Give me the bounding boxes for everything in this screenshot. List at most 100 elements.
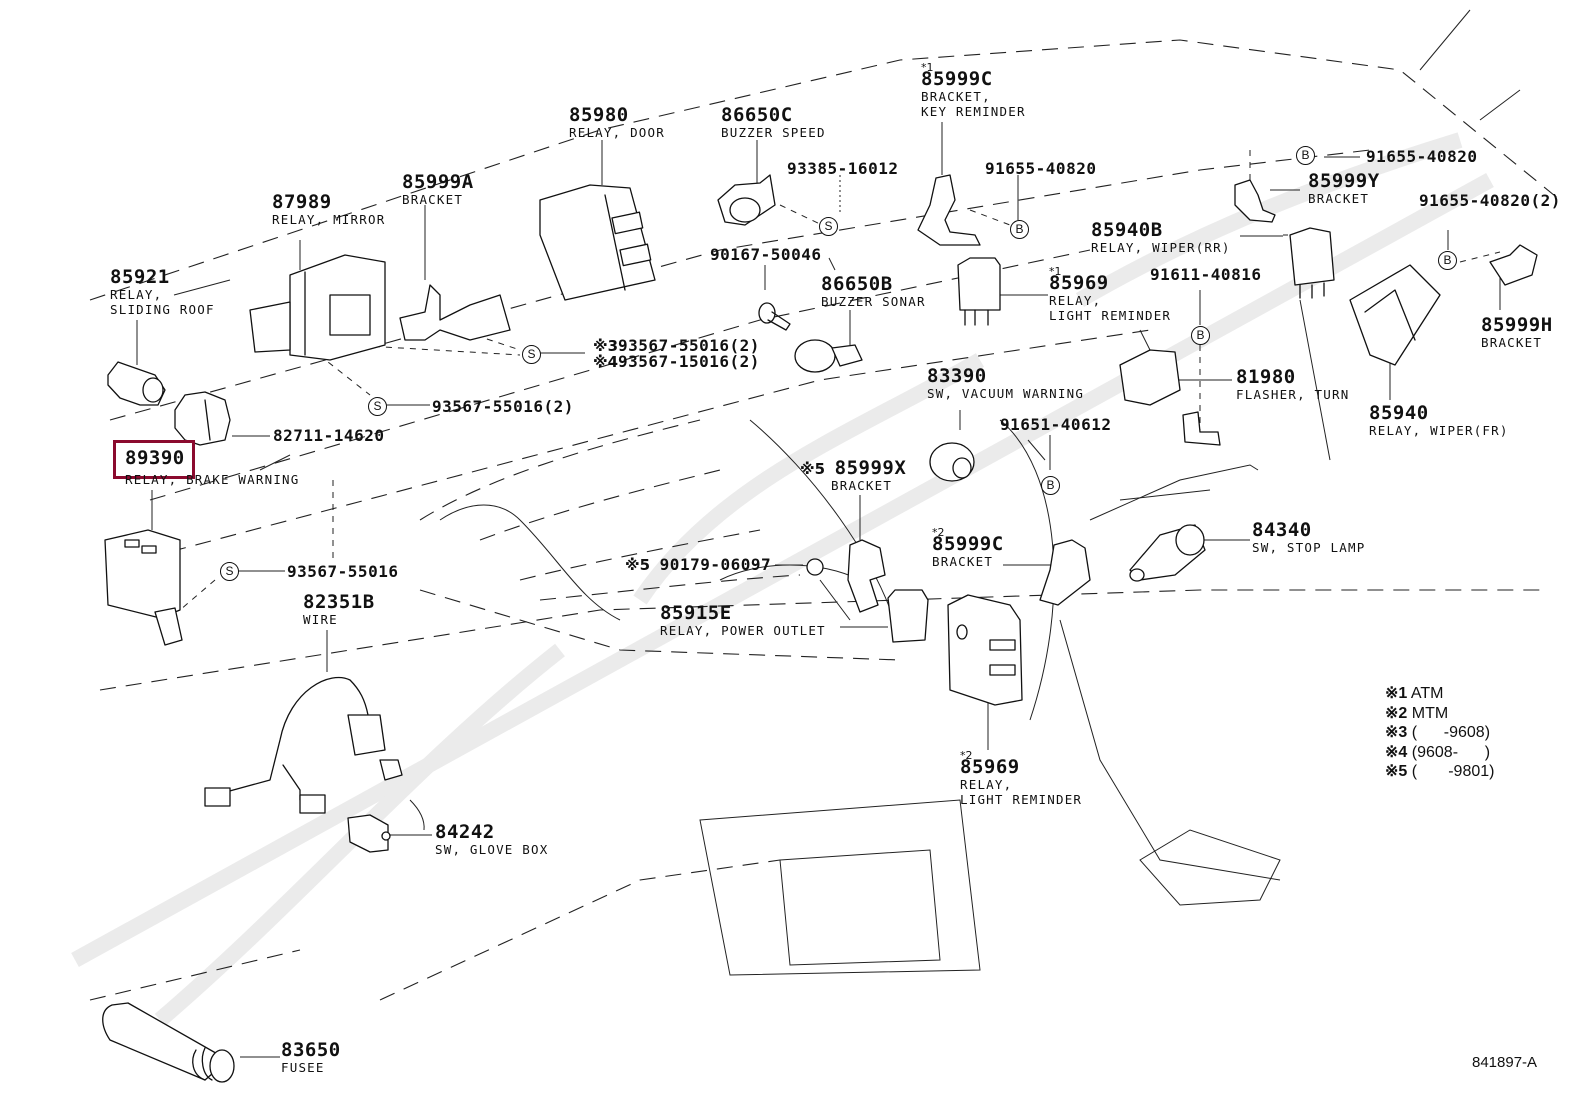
part-84340-drawing [1129, 524, 1206, 582]
part-number[interactable]: 85999H [1481, 314, 1553, 336]
part-number[interactable]: 93567-55016 [287, 562, 399, 581]
part-number[interactable]: 93385-16012 [787, 159, 899, 178]
part-number[interactable]: 85999C [932, 533, 1004, 555]
part-85999h-drawing [1489, 244, 1538, 286]
part-85999c2-drawing [1039, 539, 1091, 606]
callout-85999x[interactable]: ※5 85999X BRACKET [800, 459, 906, 493]
callout-93567-55016-15016[interactable]: ※393567-55016(2) ※493567-15016(2) [593, 338, 760, 370]
callout-84340[interactable]: 84340 SW, STOP LAMP [1252, 521, 1365, 555]
part-number[interactable]: 82351B [303, 591, 375, 613]
part-number[interactable]: 85969 [1049, 272, 1109, 294]
part-description: SW, STOP LAMP [1252, 540, 1366, 555]
legend-row: ※5 ( -9801) [1385, 762, 1494, 782]
part-number[interactable]: 85921 [110, 266, 170, 288]
part-85921-drawing [107, 361, 166, 406]
part-number[interactable]: 86650C [721, 104, 793, 126]
part-number[interactable]: 83390 [927, 365, 987, 387]
callout-85999y[interactable]: 85999Y BRACKET [1308, 172, 1380, 206]
legend-row: ※2 MTM [1385, 704, 1494, 724]
callout-87989[interactable]: 87989 RELAY, MIRROR [272, 193, 385, 227]
part-number[interactable]: 85969 [960, 756, 1020, 778]
callout-86650b[interactable]: 86650B BUZZER SONAR [821, 275, 926, 309]
callout-91655-40820[interactable]: 91655-40820 [1366, 149, 1477, 165]
part-number[interactable]: 89390 [125, 447, 185, 469]
bolt-symbol: B [1191, 326, 1210, 345]
legend-mark: ※2 [1385, 704, 1408, 722]
part-description: FLASHER, TURN [1236, 387, 1350, 402]
callout-84242[interactable]: 84242 SW, GLOVE BOX [435, 823, 548, 857]
part-number[interactable]: 87989 [272, 191, 332, 213]
part-number[interactable]: 85980 [569, 104, 629, 126]
part-description: BUZZER SONAR [821, 294, 926, 309]
part-number[interactable]: 93567-15016(2) [618, 352, 760, 371]
callout-90167-50046[interactable]: 90167-50046 [710, 247, 821, 263]
part-number[interactable]: 91655-40820(2) [1419, 191, 1561, 210]
part-number[interactable]: 85999C [921, 68, 993, 90]
part-description: RELAY, [960, 777, 1013, 792]
part-90179-drawing [806, 558, 824, 576]
part-number[interactable]: 85915E [660, 602, 732, 624]
part-number[interactable]: 93567-55016(2) [618, 336, 760, 355]
part-number[interactable]: 84242 [435, 821, 495, 843]
footnote-ref: *1 [1049, 265, 1062, 278]
part-number[interactable]: 82711-14620 [273, 426, 385, 445]
callout-82351b[interactable]: 82351B WIRE [303, 593, 375, 627]
screw-symbol: S [220, 562, 239, 581]
callout-93567-55016-2[interactable]: 93567-55016(2) [432, 399, 574, 415]
part-number[interactable]: 83650 [281, 1039, 341, 1061]
part-85999y-drawing [1234, 179, 1276, 223]
callout-85921[interactable]: 85921 RELAY, SLIDING ROOF [110, 268, 215, 316]
callout-89390[interactable]: 89390 RELAY, BRAKE WARNING [125, 449, 300, 487]
watermark [71, 132, 1494, 1027]
part-number[interactable]: 85999A [402, 171, 474, 193]
callout-85999a[interactable]: 85999A BRACKET [402, 173, 474, 207]
part-number[interactable]: 84340 [1252, 519, 1312, 541]
part-number[interactable]: 85999Y [1308, 170, 1380, 192]
callout-85999c-bracket-mtm[interactable]: *2 85999C BRACKET [932, 527, 1004, 569]
part-description: RELAY, POWER OUTLET [660, 623, 826, 638]
part-number[interactable]: 90179-06097 [659, 555, 772, 574]
callout-85915e[interactable]: 85915E RELAY, POWER OUTLET [660, 604, 826, 638]
part-description: BRACKET [831, 478, 893, 493]
part-description: BRACKET [1481, 335, 1543, 350]
part-number[interactable]: 91651-40612 [1000, 415, 1112, 434]
part-number[interactable]: 85940 [1369, 402, 1429, 424]
legend-row: ※4 (9608- ) [1385, 743, 1494, 763]
callout-91651-40612[interactable]: 91651-40612 [1000, 417, 1111, 433]
part-description: RELAY, MIRROR [272, 212, 386, 227]
callout-93567-55016[interactable]: 93567-55016 [287, 564, 398, 580]
callout-85940b[interactable]: 85940B RELAY, WIPER(RR) [1091, 221, 1231, 255]
part-85915e-drawing [887, 589, 929, 643]
callout-85980[interactable]: 85980 RELAY, DOOR [569, 106, 665, 140]
callout-85999h[interactable]: 85999H BRACKET [1481, 316, 1553, 350]
callout-90179-06097[interactable]: ※5 90179-06097 [625, 557, 771, 573]
callout-83650[interactable]: 83650 FUSEE [281, 1041, 341, 1075]
part-86650b-drawing [794, 339, 863, 373]
bolt-symbol: B [1438, 251, 1457, 270]
part-number[interactable]: 91611-40816 [1150, 265, 1262, 284]
part-description: RELAY, BRAKE WARNING [125, 472, 300, 487]
part-number[interactable]: 90167-50046 [710, 245, 822, 264]
callout-83390[interactable]: 83390 SW, VACUUM WARNING [927, 367, 1084, 401]
callout-91655-40820-2[interactable]: 91655-40820(2) [1419, 193, 1561, 209]
callout-81980[interactable]: 81980 FLASHER, TURN [1236, 368, 1349, 402]
callout-82711-14620[interactable]: 82711-14620 [273, 428, 384, 444]
callout-85969-mtm[interactable]: *2 85969 RELAY, LIGHT REMINDER [960, 750, 1082, 806]
callout-85940[interactable]: 85940 RELAY, WIPER(FR) [1369, 404, 1509, 438]
callout-86650c[interactable]: 86650C BUZZER SPEED [721, 106, 826, 140]
part-number[interactable]: 81980 [1236, 366, 1296, 388]
part-number[interactable]: 91655-40820 [985, 159, 1097, 178]
part-number[interactable]: 93567-55016(2) [432, 397, 574, 416]
callout-93385-16012[interactable]: 93385-16012 [787, 161, 898, 177]
callout-91611-40816[interactable]: 91611-40816 [1150, 267, 1261, 283]
part-number[interactable]: 85999X [834, 457, 907, 479]
callout-85999c-key-reminder[interactable]: *1 85999C BRACKET, KEY REMINDER [921, 62, 1026, 118]
part-description: BRACKET, [921, 89, 991, 104]
part-number[interactable]: 91655-40820 [1366, 147, 1478, 166]
callout-85969-atm[interactable]: *1 85969 RELAY, LIGHT REMINDER [1049, 266, 1171, 322]
part-82351b-drawing [204, 676, 403, 814]
callout-91655-40820[interactable]: 91655-40820 [985, 161, 1096, 177]
screw-symbol: S [819, 217, 838, 236]
part-number[interactable]: 85940B [1091, 219, 1163, 241]
part-number[interactable]: 86650B [821, 273, 893, 295]
